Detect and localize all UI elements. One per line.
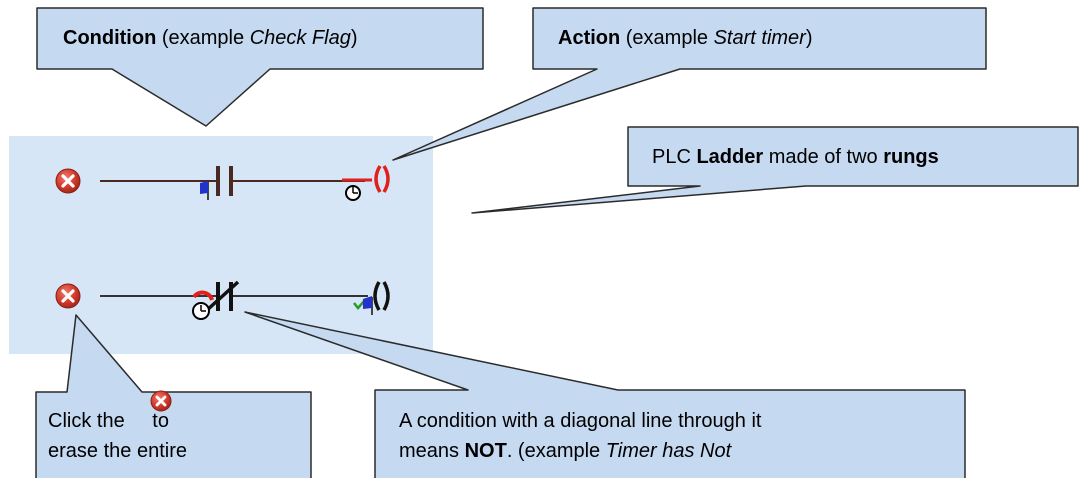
- rung-2: [55, 280, 390, 320]
- erase-line1-before: Click the: [48, 410, 125, 432]
- callout-condition: [36, 7, 484, 127]
- action-close: ): [805, 27, 813, 49]
- condition-label: Condition: [63, 27, 157, 49]
- not-callout-text: A condition with a diagonal line through…: [399, 406, 959, 461]
- ladder-label: Ladder: [696, 146, 764, 168]
- condition-example: Check Flag: [249, 27, 351, 49]
- not-line1: A condition with a diagonal line through…: [399, 410, 762, 432]
- timer-icon: [345, 185, 361, 201]
- not-line2-before: means: [399, 440, 465, 461]
- ladder-prefix: PLC: [652, 146, 697, 168]
- condition-close: ): [350, 27, 358, 49]
- flag-icon: [363, 296, 373, 315]
- normally-closed-contact[interactable]: [204, 280, 240, 313]
- action-label: Action: [558, 27, 621, 49]
- not-example: Timer has Not: [605, 440, 732, 461]
- flag-icon: [200, 181, 209, 200]
- not-label: NOT: [464, 440, 507, 461]
- coil-rung-2[interactable]: [373, 281, 390, 311]
- rungs-label: rungs: [883, 146, 939, 168]
- condition-callout-text: Condition (example Check Flag): [63, 23, 358, 53]
- action-callout-text: Action (example Start timer): [558, 23, 813, 53]
- not-line2-mid: . (example: [506, 440, 606, 461]
- action-example-prefix: (example: [620, 27, 714, 49]
- erase-line2: erase the entire: [48, 440, 187, 462]
- condition-example-prefix: (example: [156, 27, 250, 49]
- action-example: Start timer: [713, 27, 806, 49]
- rung-1: [55, 165, 390, 201]
- timer-icon: [192, 290, 214, 320]
- callout-ladder: [471, 126, 1079, 214]
- callout-action: [392, 7, 987, 161]
- normally-open-contact[interactable]: [216, 166, 233, 196]
- callout-erase: [35, 314, 312, 478]
- close-icon[interactable]: [55, 168, 81, 194]
- callout-not-condition: [244, 311, 966, 478]
- erase-line1-after: to: [146, 410, 169, 432]
- erase-callout-text: Click the to erase the entire: [48, 406, 308, 479]
- close-icon: [150, 390, 172, 412]
- close-icon[interactable]: [55, 283, 81, 309]
- ladder-panel: [9, 136, 433, 354]
- coil-rung-1[interactable]: [342, 165, 390, 193]
- ladder-callout-text: PLC Ladder made of two rungs: [652, 142, 939, 172]
- ladder-middle: made of two: [763, 146, 884, 168]
